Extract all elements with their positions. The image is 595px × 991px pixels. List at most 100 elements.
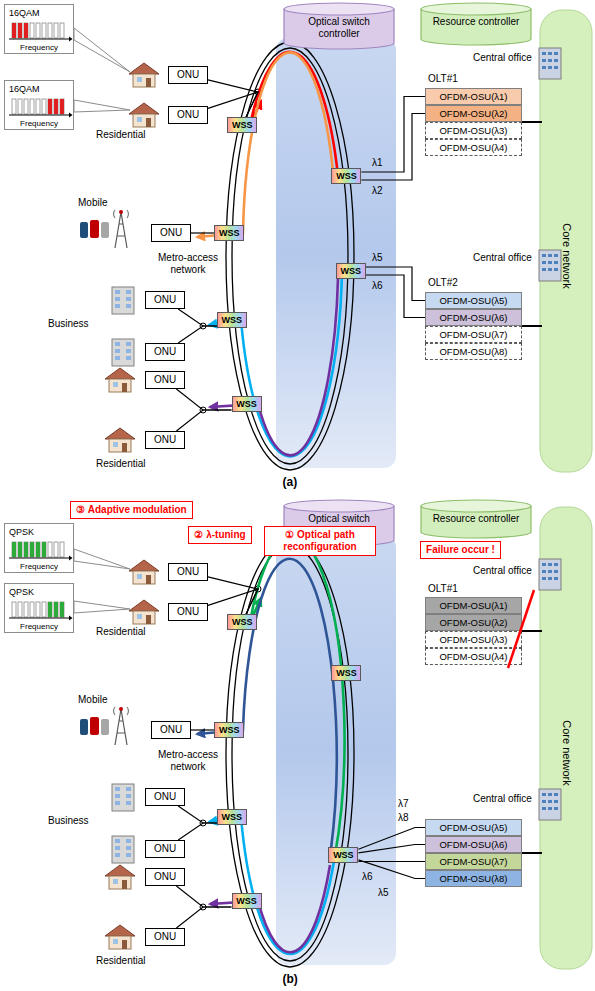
node-label: OFDM-OSU(λ4) [439,142,507,154]
central-office-icon [539,789,561,820]
cylinder-top [421,3,531,15]
osu-box: OFDM-OSU(λ5) [425,292,522,309]
failure-slash [508,590,534,668]
node-label: OFDM-OSU(λ6) [439,312,507,324]
fiber-link [208,80,258,117]
fiber-link [176,410,231,431]
central-office-icon [539,559,561,590]
network-base [80,507,592,969]
fiber-link [178,326,217,343]
node-label: OFDM-OSU(λ1) [439,600,507,612]
onu-box: ONU [145,371,185,389]
annotation-label: Business [48,318,89,330]
node-label: ONU [177,109,199,121]
onu-box: ONU [145,788,185,806]
fiber-link [176,907,231,928]
node-label: OFDM-OSU(λ5) [439,295,507,307]
node-label: WSS [236,895,257,907]
annotation-label: Metro-access network [153,252,223,276]
onu-box: ONU [151,721,191,739]
osu-box: OFDM-OSU(λ7) [425,853,522,870]
node-label: WSS [333,849,354,861]
node-label: OFDM-OSU(λ5) [439,822,507,834]
controller-cylinder: Resource controller [420,499,532,539]
node-label: OFDM-OSU(λ7) [439,329,507,341]
onu-box: ONU [145,343,185,361]
annotation-label: Central office [473,52,532,64]
node-label: WSS [336,667,357,679]
annotation-label: Core network [560,223,572,288]
annotation-label: Business [48,815,89,827]
fiber-link [208,589,258,614]
onu-box: ONU [145,431,185,449]
axis-label: Frequency [20,622,58,631]
annotation-label: Metro-access network [153,749,223,773]
node-label: OFDM-OSU(λ2) [439,108,507,120]
osu-box: OFDM-OSU(λ6) [425,309,522,326]
annotation-label: λ8 [398,812,409,824]
annotation-label: λ6 [362,871,373,883]
annotation-label: λ5 [378,887,389,899]
node-label: Optical switch controller [289,16,389,40]
axis-label: Frequency [20,43,58,52]
wss-switch: WSS [227,117,257,133]
panel-b-art [4,507,592,969]
node-label: WSS [222,314,243,326]
network-base [80,10,592,472]
controller-cylinder: Resource controller [420,2,532,46]
annotation-label: λ6 [372,280,383,292]
onu-box: ONU [145,291,185,309]
node-label: ONU [177,566,199,578]
node-label: ONU [154,294,176,306]
fiber-link [178,309,217,326]
modulation-label: QPSK [9,586,34,598]
annotation-label: Central office [473,793,532,805]
node-label: ONU [160,724,182,736]
wss-switch: WSS [336,263,366,279]
modulation-label: QPSK [9,526,34,538]
node-label: ① Optical path reconfiguration [270,529,370,553]
fiber-link [361,97,425,173]
fiber-link [191,729,214,730]
onu-box: ONU [145,868,185,886]
onu-box: ONU [145,840,185,858]
wss-switch: WSS [227,614,257,630]
fiber-link [178,806,217,823]
node-label: ONU [154,843,176,855]
central-office-icon [539,250,561,281]
osu-box: OFDM-OSU(λ8) [425,343,522,360]
onu-box: ONU [168,106,208,124]
panel-caption: (a) [283,476,298,488]
wss-switch: WSS [217,312,247,328]
node-label: WSS [219,724,240,736]
panel-caption: (b) [283,973,298,985]
onu-box: ONU [151,224,191,242]
node-label: WSS [341,265,362,277]
node-label: OFDM-OSU(λ6) [439,839,507,851]
osu-box: OFDM-OSU(λ4) [425,648,522,665]
annotation-label: OLT#1 [428,73,458,85]
node-label: Resource controller [433,16,520,28]
cylinder-top [284,3,394,15]
cylinder-top [421,500,531,512]
node-label: Resource controller [433,513,520,525]
fiber-link [176,389,231,410]
annotation-label: OLT#2 [428,277,458,289]
node-label: WSS [232,119,253,131]
annotation-label: Mobile [78,197,107,209]
fiber-link [208,92,258,117]
wss-switch: WSS [331,168,361,184]
spectrum-box: 16QAMFrequency [4,4,74,54]
node-label: ONU [160,227,182,239]
wss-switch: WSS [331,665,361,681]
node-label: ③ Adaptive modulation [76,504,186,516]
annotation-label: Residential [96,955,145,967]
fiber-link [358,845,425,853]
node-label: OFDM-OSU(λ2) [439,617,507,629]
osu-box: OFDM-OSU(λ2) [425,105,522,122]
fiber-link [176,886,231,907]
annotation-label: λ5 [372,252,383,264]
onu-box: ONU [168,563,208,581]
fiber-link [361,114,425,181]
